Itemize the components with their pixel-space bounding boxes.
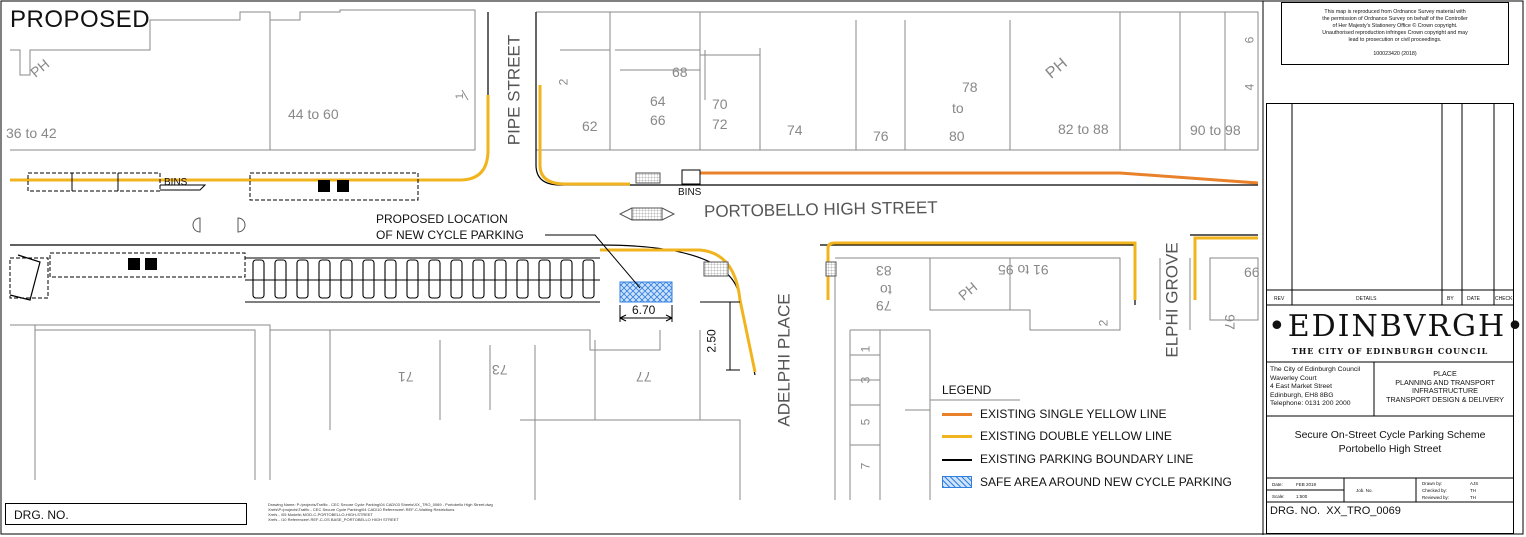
tactile-paving: [703, 261, 729, 277]
tactile-paving: [635, 172, 661, 184]
drawing-number-left: DRG. NO.: [5, 503, 247, 525]
council-logo: •EDINBVRGH• THE CITY OF EDINBURGH COUNCI…: [1268, 309, 1526, 357]
scheme-title: Secure On-Street Cycle Parking Scheme Po…: [1294, 429, 1486, 455]
restriction-lines: [10, 85, 1259, 373]
drawing-status: PROPOSED: [10, 6, 151, 33]
copyright-notice: This map is reproduced from Ordnance Sur…: [1281, 2, 1509, 65]
bay-markings: [128, 180, 349, 270]
safe-area-hatch: [619, 281, 673, 303]
building-outlines: [10, 9, 1259, 500]
drawing-number: DRG. NO. XX_TRO_0069: [1270, 505, 1401, 517]
department: PLACE PLANNING AND TRANSPORT INFRASTRUCT…: [1386, 369, 1504, 404]
dimension-width: 6.70: [632, 303, 656, 317]
bollards: [192, 217, 246, 233]
leader-line: [545, 234, 641, 289]
label-proposed-location: PROPOSED LOCATION OF NEW CYCLE PARKING: [376, 212, 524, 242]
label-bins-left: BINS: [164, 177, 188, 188]
council-address: The City of Edinburgh Council Waverley C…: [1270, 366, 1361, 407]
legend-title: LEGEND: [942, 383, 992, 397]
parking-bays: [9, 172, 600, 303]
cycle-stands: [252, 259, 595, 299]
tactile-paving: [825, 261, 837, 277]
label-bins-right: BINS: [678, 187, 702, 198]
file-references: Drawing Name: P:/projects/Traffic - CEC …: [268, 502, 493, 522]
dimension-lines: [619, 301, 740, 371]
house-numbers: PH 36 to 42 44 to 60 1 2 62 68 64 66 70 …: [6, 36, 1260, 470]
title-block-grid: [1266, 103, 1514, 534]
traffic-island: [631, 207, 663, 221]
